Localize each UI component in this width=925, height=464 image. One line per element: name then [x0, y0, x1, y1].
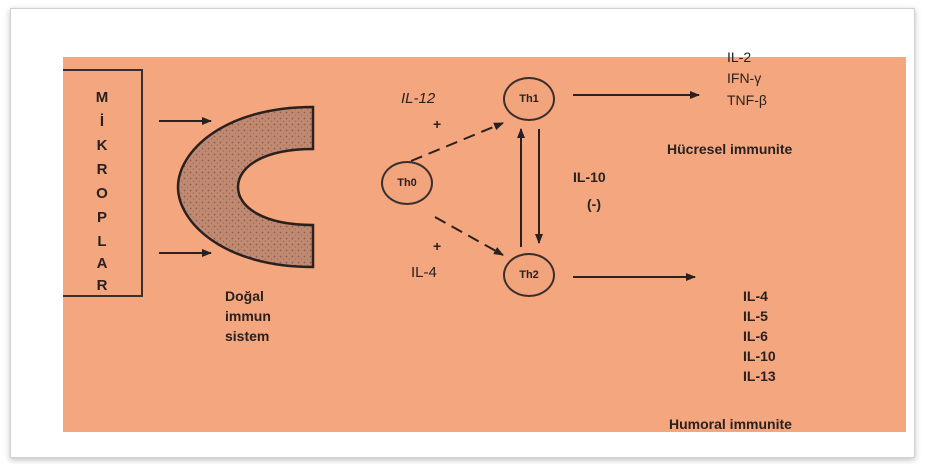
th2-product: IL-13 — [743, 369, 776, 383]
cellular-immunity-label: Hücresel immunite — [667, 142, 792, 156]
th1-product: TNF-β — [727, 93, 767, 107]
arrow-th0-th2 — [435, 217, 503, 255]
th2-cell: Th2 — [503, 253, 555, 297]
th1-cell: Th1 — [503, 77, 555, 121]
diagram-panel: M İ K R O P L A R — [63, 57, 906, 432]
humoral-immunity-label: Humoral immunite — [669, 417, 792, 431]
minus-label: (-) — [587, 197, 601, 211]
th1-product: IL-2 — [727, 50, 751, 64]
innate-label-line2: immun — [225, 309, 271, 323]
th1-label: Th1 — [519, 93, 539, 105]
plus-bottom-label: + — [433, 239, 441, 253]
innate-label-line1: Doğal — [225, 289, 264, 303]
th2-product: IL-4 — [743, 289, 768, 303]
innate-label-line3: sistem — [225, 329, 269, 343]
innate-immune-shape — [178, 107, 313, 267]
th0-label: Th0 — [397, 177, 417, 189]
diagram-arrows — [63, 57, 906, 432]
il4-label: IL-4 — [411, 265, 437, 280]
plus-top-label: + — [433, 117, 441, 131]
arrow-th0-th1 — [411, 123, 503, 161]
il10-label: IL-10 — [573, 170, 606, 184]
th2-label: Th2 — [519, 269, 539, 281]
th0-cell: Th0 — [381, 161, 433, 205]
th2-product: IL-5 — [743, 309, 768, 323]
figure-frame: M İ K R O P L A R — [10, 8, 915, 458]
th2-product: IL-6 — [743, 329, 768, 343]
th1-product: IFN-γ — [727, 71, 761, 85]
il12-label: IL-12 — [401, 91, 435, 106]
th2-product: IL-10 — [743, 349, 776, 363]
